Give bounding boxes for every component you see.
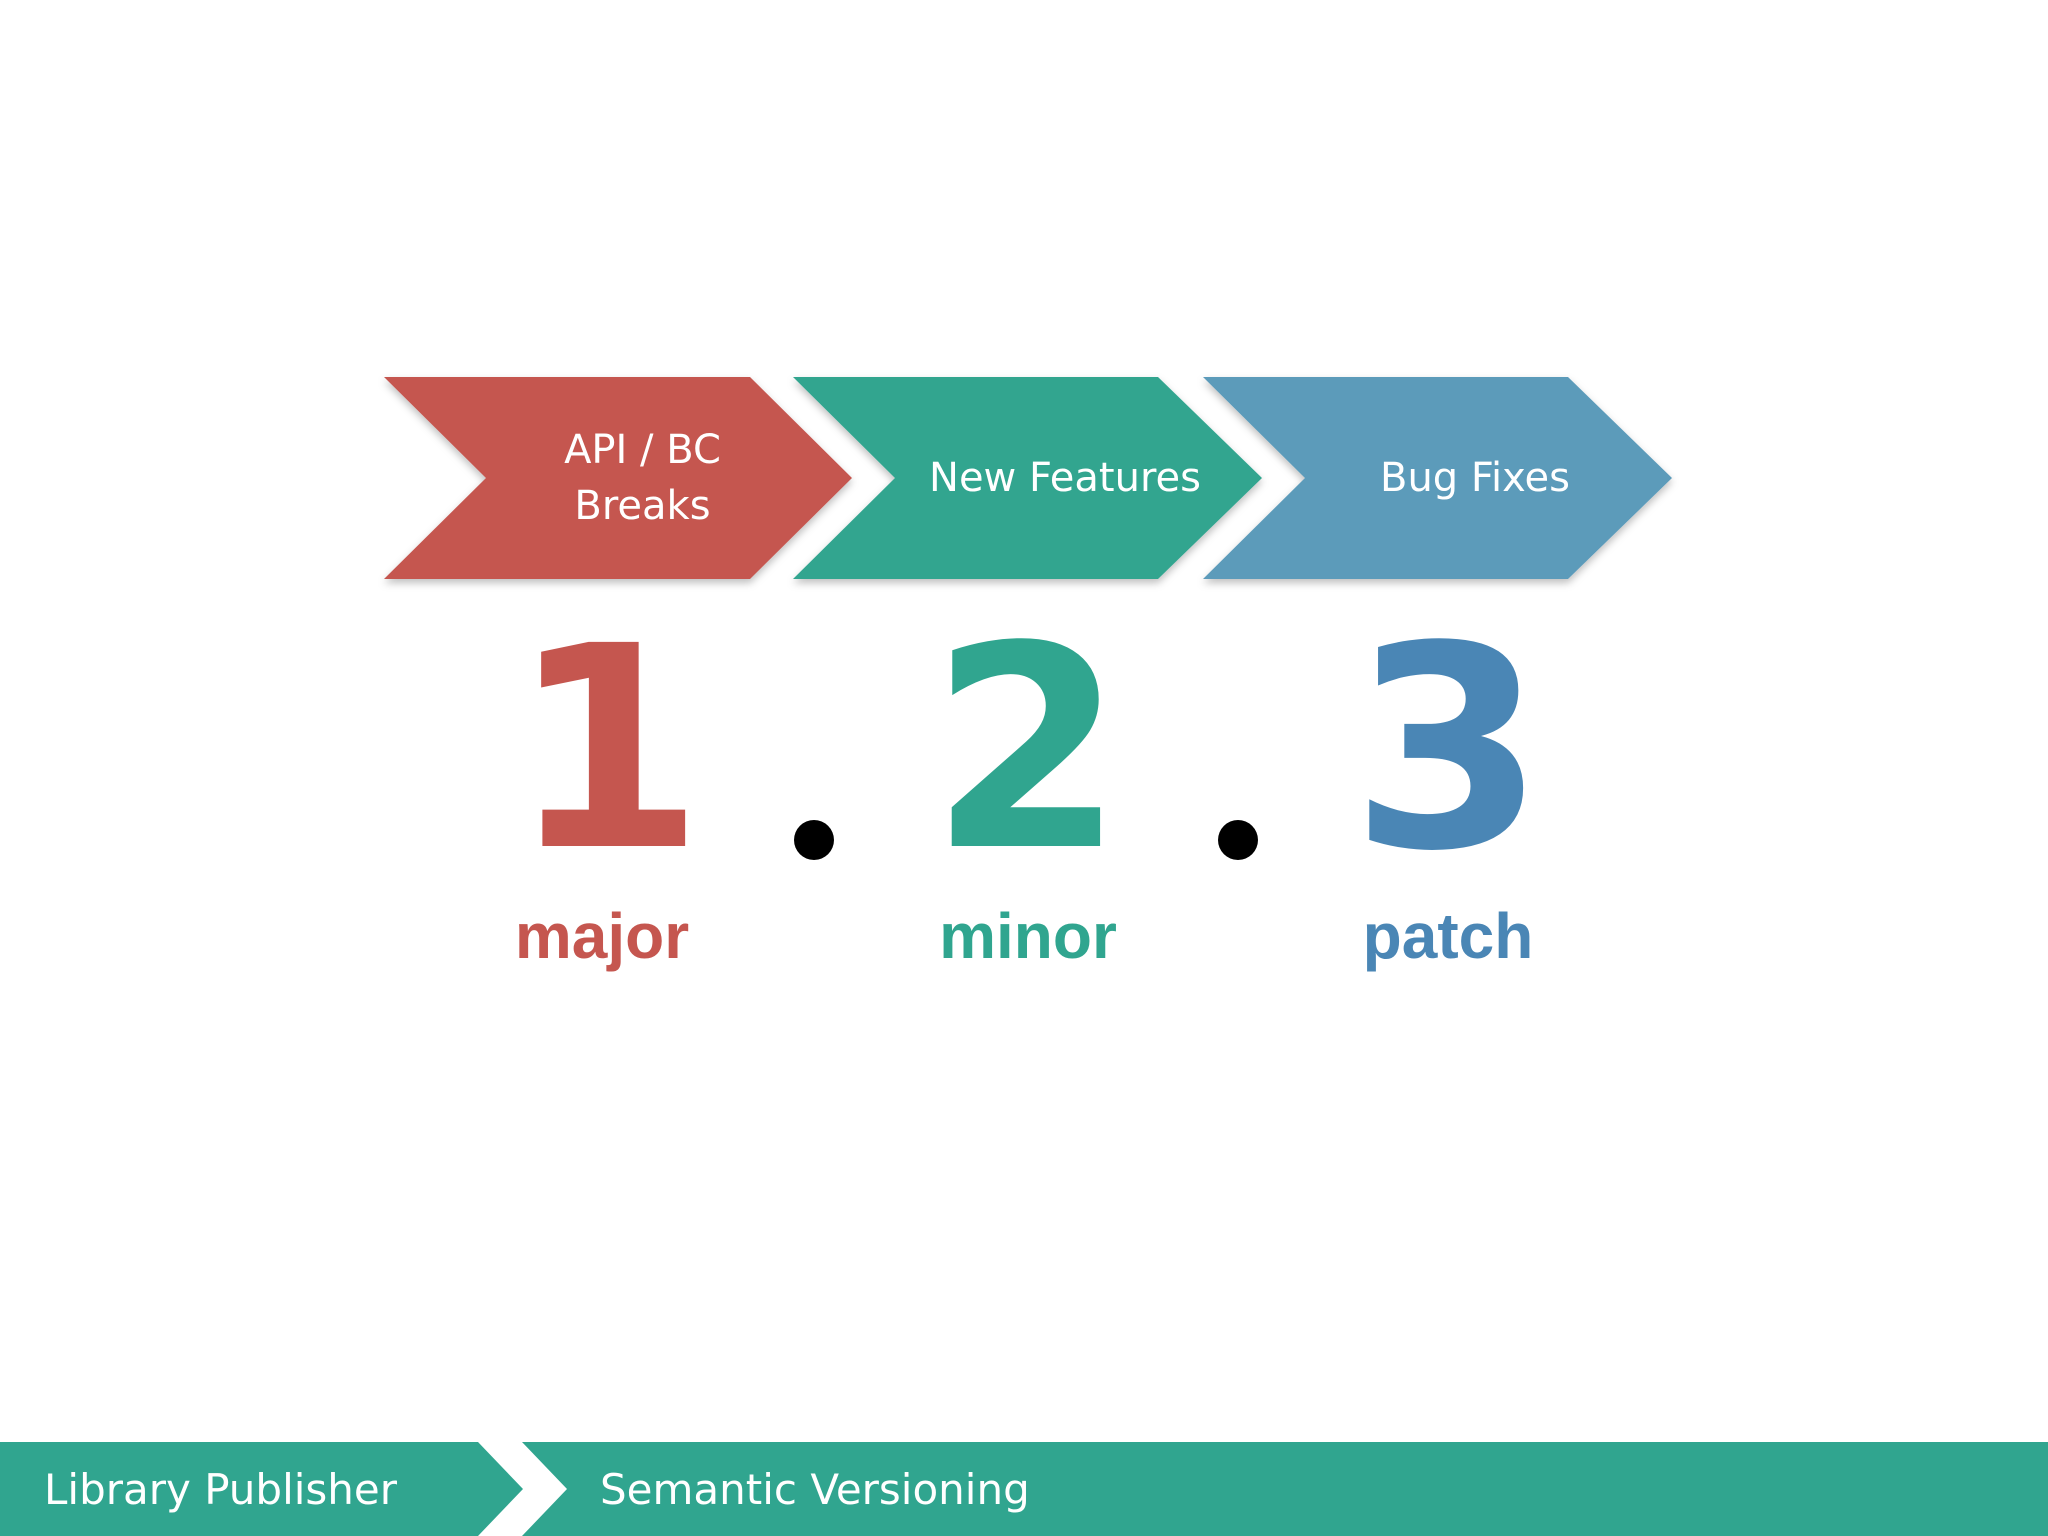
minor-label: minor — [939, 900, 1117, 972]
patch-digit: 3 — [1350, 587, 1546, 913]
footer-bar — [0, 1442, 2048, 1536]
chevron-patch — [1203, 377, 1672, 579]
chevron-minor — [793, 377, 1262, 579]
separator-dot-2 — [1218, 820, 1258, 860]
patch-label: patch — [1362, 900, 1534, 972]
chevron-major — [384, 377, 852, 579]
footer-title-label: Semantic Versioning — [600, 1464, 1030, 1514]
major-label: major — [514, 900, 690, 972]
footer-section-label: Library Publisher — [44, 1464, 398, 1514]
chevron-label-minor: New Features — [929, 455, 1201, 501]
chevron-label-major: API / BC Breaks — [564, 427, 721, 529]
chevron-label-patch: Bug Fixes — [1380, 455, 1570, 501]
separator-dot-1 — [794, 820, 834, 860]
major-digit: 1 — [509, 587, 705, 913]
footer-section-tab — [0, 1442, 523, 1536]
minor-digit: 2 — [929, 587, 1125, 913]
footer-title-bar — [522, 1442, 2048, 1536]
